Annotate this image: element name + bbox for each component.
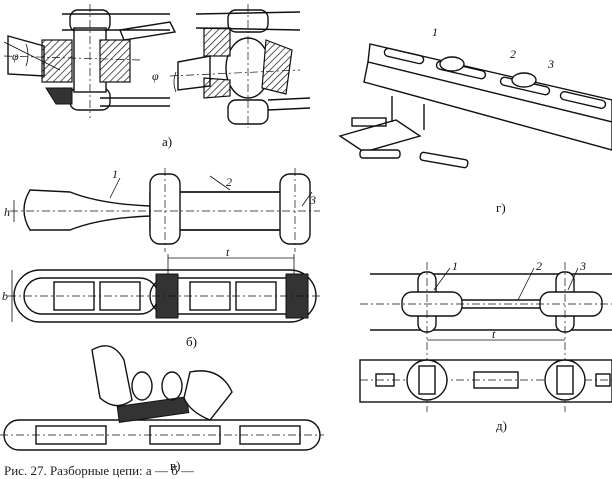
callout-1-g: 1 bbox=[432, 25, 438, 39]
callout-3-g: 3 bbox=[547, 57, 554, 71]
label-panel-d: д) bbox=[496, 418, 507, 433]
label-panel-v: в) bbox=[170, 458, 180, 473]
pitch-symbol-b: t bbox=[226, 245, 230, 259]
callout-1-b: 1 bbox=[112, 167, 118, 181]
callout-2-g: 2 bbox=[510, 47, 516, 61]
phi-symbol-right: φ bbox=[152, 69, 159, 83]
panel-b-pin-link: h 1 2 3 t b б) bbox=[2, 167, 322, 349]
callout-2-d: 2 bbox=[536, 259, 542, 273]
callout-3-d: 3 bbox=[579, 259, 586, 273]
height-symbol: h bbox=[4, 205, 10, 219]
panel-v-assembly-by-hand: в) bbox=[0, 345, 324, 473]
pitch-symbol-d: t bbox=[492, 327, 496, 341]
phi-symbol-left: φ bbox=[12, 49, 19, 63]
width-symbol: b bbox=[2, 289, 8, 303]
callout-1-d: 1 bbox=[452, 259, 458, 273]
label-panel-b: б) bbox=[186, 334, 197, 349]
callout-2-b: 2 bbox=[226, 175, 232, 189]
figure-caption: Рис. 27. Разборные цепи: а — б — bbox=[4, 463, 195, 478]
callout-3-b: 3 bbox=[309, 193, 316, 207]
label-panel-g: г) bbox=[496, 200, 506, 215]
panel-d-plate-chain: t 1 2 3 д) bbox=[359, 259, 612, 433]
panel-g-perspective-chain: 1 2 3 г) bbox=[338, 25, 612, 215]
label-panel-a: а) bbox=[162, 134, 172, 149]
panel-a-hinge-angle: φ φ а) bbox=[3, 4, 311, 149]
